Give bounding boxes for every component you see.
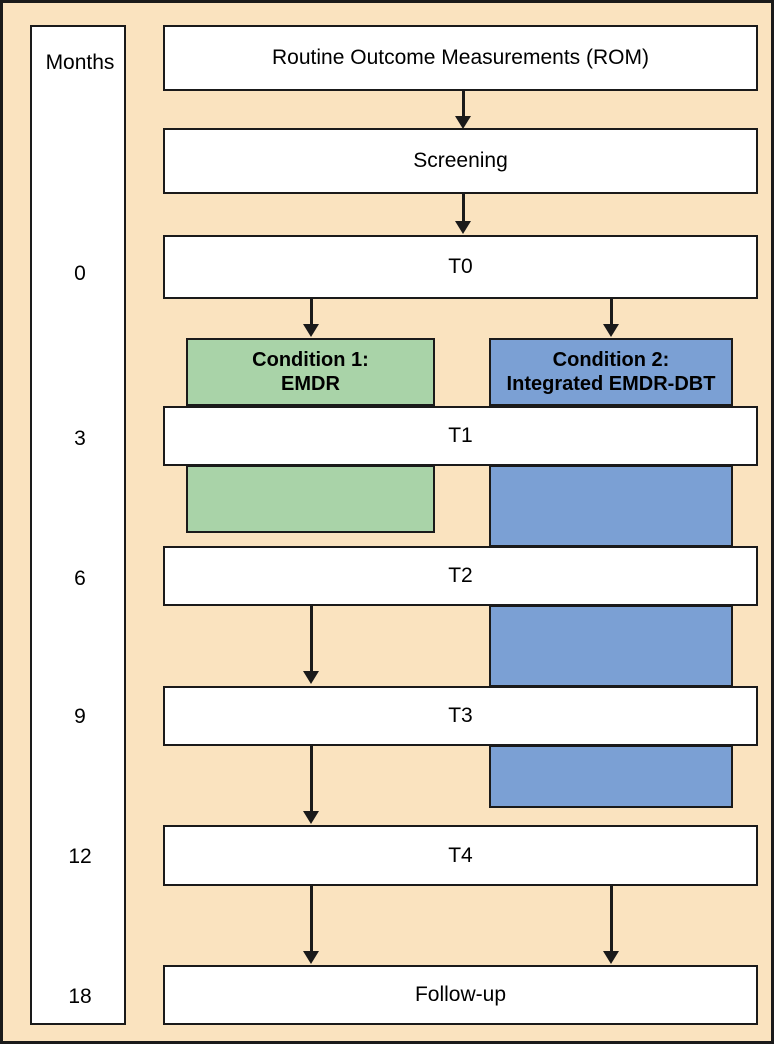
month-value-9: 9	[74, 705, 86, 728]
month-value-0: 0	[74, 262, 86, 285]
month-value-3: 3	[74, 427, 86, 450]
condition-1-box: Condition 1: EMDR	[186, 338, 435, 406]
month-value-12: 12	[68, 845, 92, 868]
node-rom: Routine Outcome Measurements (ROM)	[163, 25, 758, 91]
month-value-6: 6	[74, 567, 86, 590]
node-t0: T0	[163, 235, 758, 299]
node-t3: T3	[163, 686, 758, 746]
condition-2-band-segment-4	[489, 745, 733, 808]
condition-1-band-continuation	[186, 465, 435, 533]
node-t2: T2	[163, 546, 758, 606]
months-header: Months	[45, 51, 115, 74]
months-column: Months 0 3 6 9 12 18	[30, 25, 126, 1025]
node-t4: T4	[163, 825, 758, 886]
condition-2-line2: Integrated EMDR-DBT	[506, 373, 716, 395]
condition-2-box: Condition 2: Integrated EMDR-DBT	[489, 338, 733, 406]
node-screening: Screening	[163, 128, 758, 194]
condition-2-line1: Condition 2:	[552, 348, 670, 371]
node-t1: T1	[163, 406, 758, 466]
condition-1-line2: EMDR	[281, 373, 340, 395]
condition-2-band-segment-3	[489, 605, 733, 687]
condition-1-line1: Condition 1:	[252, 348, 369, 371]
month-value-18: 18	[68, 985, 92, 1008]
node-followup: Follow-up	[163, 965, 758, 1025]
condition-2-band-segment-2	[489, 465, 733, 547]
